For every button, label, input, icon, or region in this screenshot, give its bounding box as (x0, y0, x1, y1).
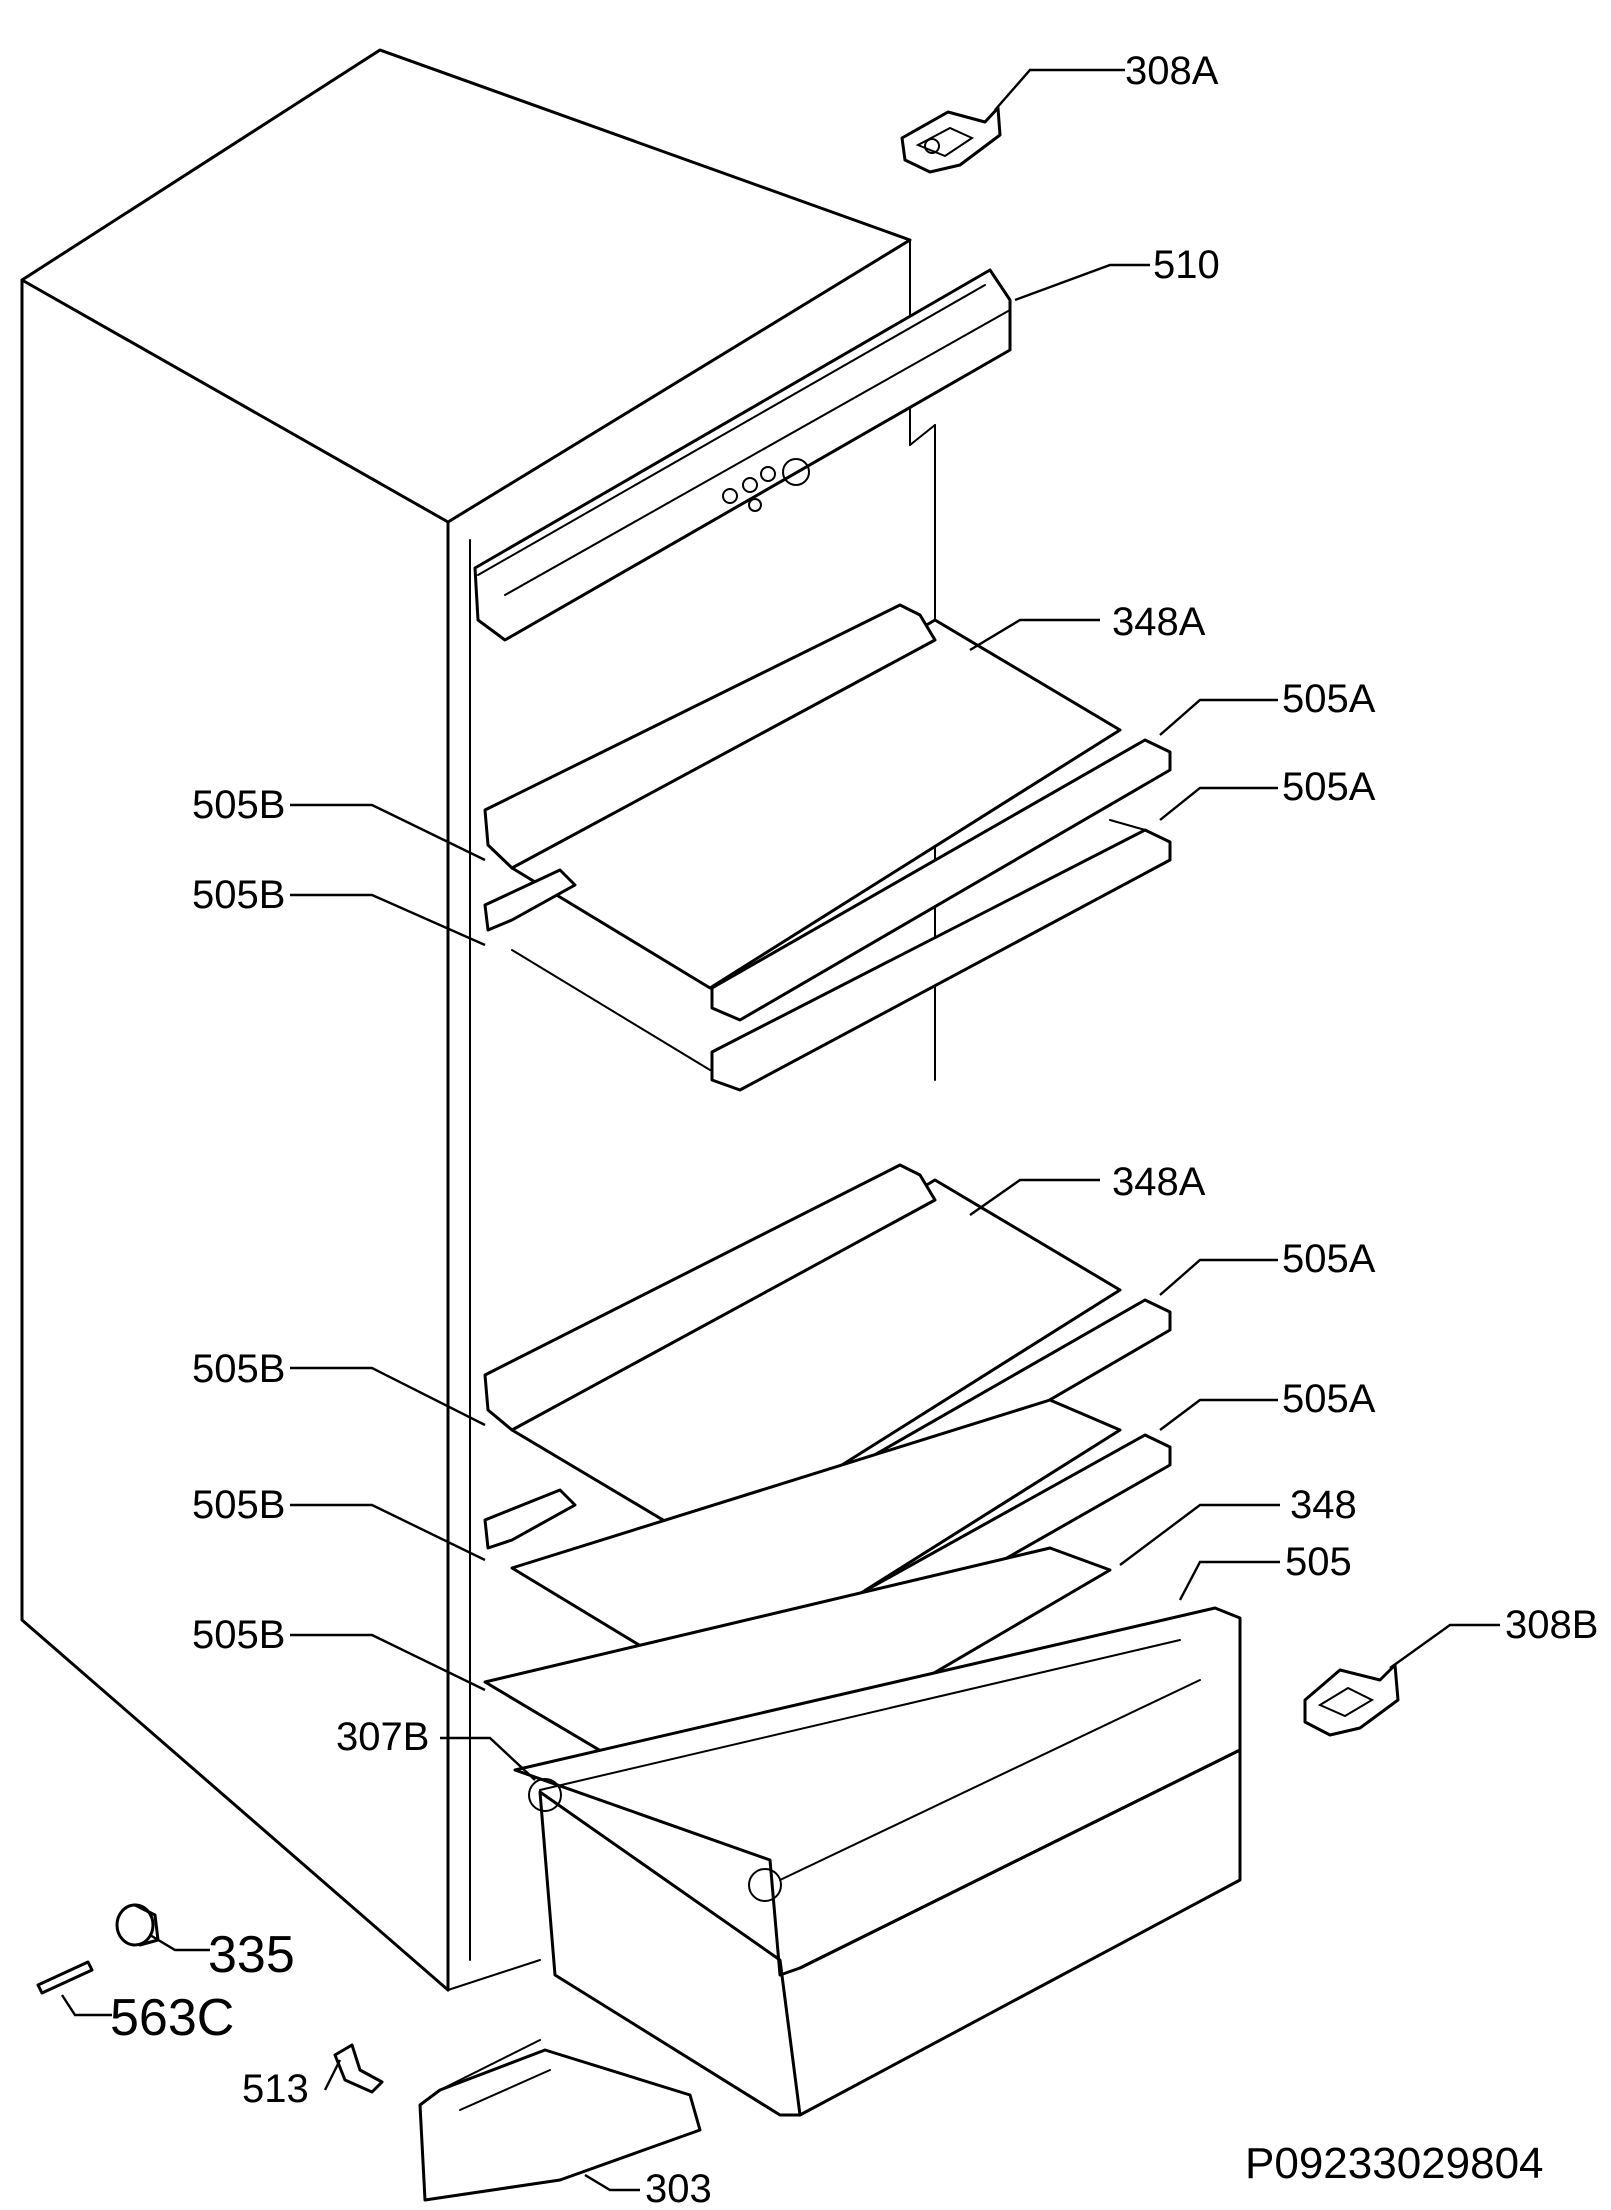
callout-348: 348 (1290, 1483, 1357, 1527)
shelf-rails-upper-2 (483, 819, 1172, 1092)
callout-505b-2: 505B (192, 873, 285, 917)
callout-308b: 308B (1505, 1603, 1598, 1647)
callout-348a-2: 348A (1112, 1160, 1206, 1204)
callout-505b-4: 505B (192, 1483, 285, 1527)
pin-563c (36, 1960, 94, 1995)
roller-335 (115, 1903, 160, 1947)
kick-plate-303 (418, 2039, 702, 2202)
control-panel (473, 268, 1012, 642)
callout-505b-5: 505B (192, 1613, 285, 1657)
callout-505a-1: 505A (1282, 677, 1376, 721)
callout-505a-3: 505A (1282, 1237, 1376, 1281)
callout-307b: 307B (336, 1715, 429, 1759)
callout-335: 335 (208, 1926, 295, 1984)
callout-308a: 308A (1125, 49, 1219, 93)
callout-510: 510 (1153, 243, 1220, 287)
leader-lines (60, 68, 1500, 2192)
hinge-top (900, 106, 1002, 174)
callout-505: 505 (1285, 1540, 1352, 1584)
callout-505a-4: 505A (1282, 1377, 1376, 1421)
callout-505a-2: 505A (1282, 765, 1376, 809)
drawing-code: P09233029804 (1245, 2139, 1544, 2188)
callout-563c: 563C (110, 1989, 234, 2047)
callout-505b-3: 505B (192, 1347, 285, 1391)
crisper-drawer (513, 1606, 1242, 2117)
callout-labels: 308A 510 348A 505A 505A 505B 505B 348A 5… (110, 49, 1598, 2210)
callout-303: 303 (645, 2167, 712, 2210)
callout-513: 513 (242, 2067, 309, 2111)
shelf-glass-upper-1 (483, 603, 1172, 1022)
callout-505b-1: 505B (192, 783, 285, 827)
callout-348a-1: 348A (1112, 600, 1206, 644)
hinge-bottom (1303, 1663, 1400, 1737)
bracket-513 (333, 2043, 384, 2094)
